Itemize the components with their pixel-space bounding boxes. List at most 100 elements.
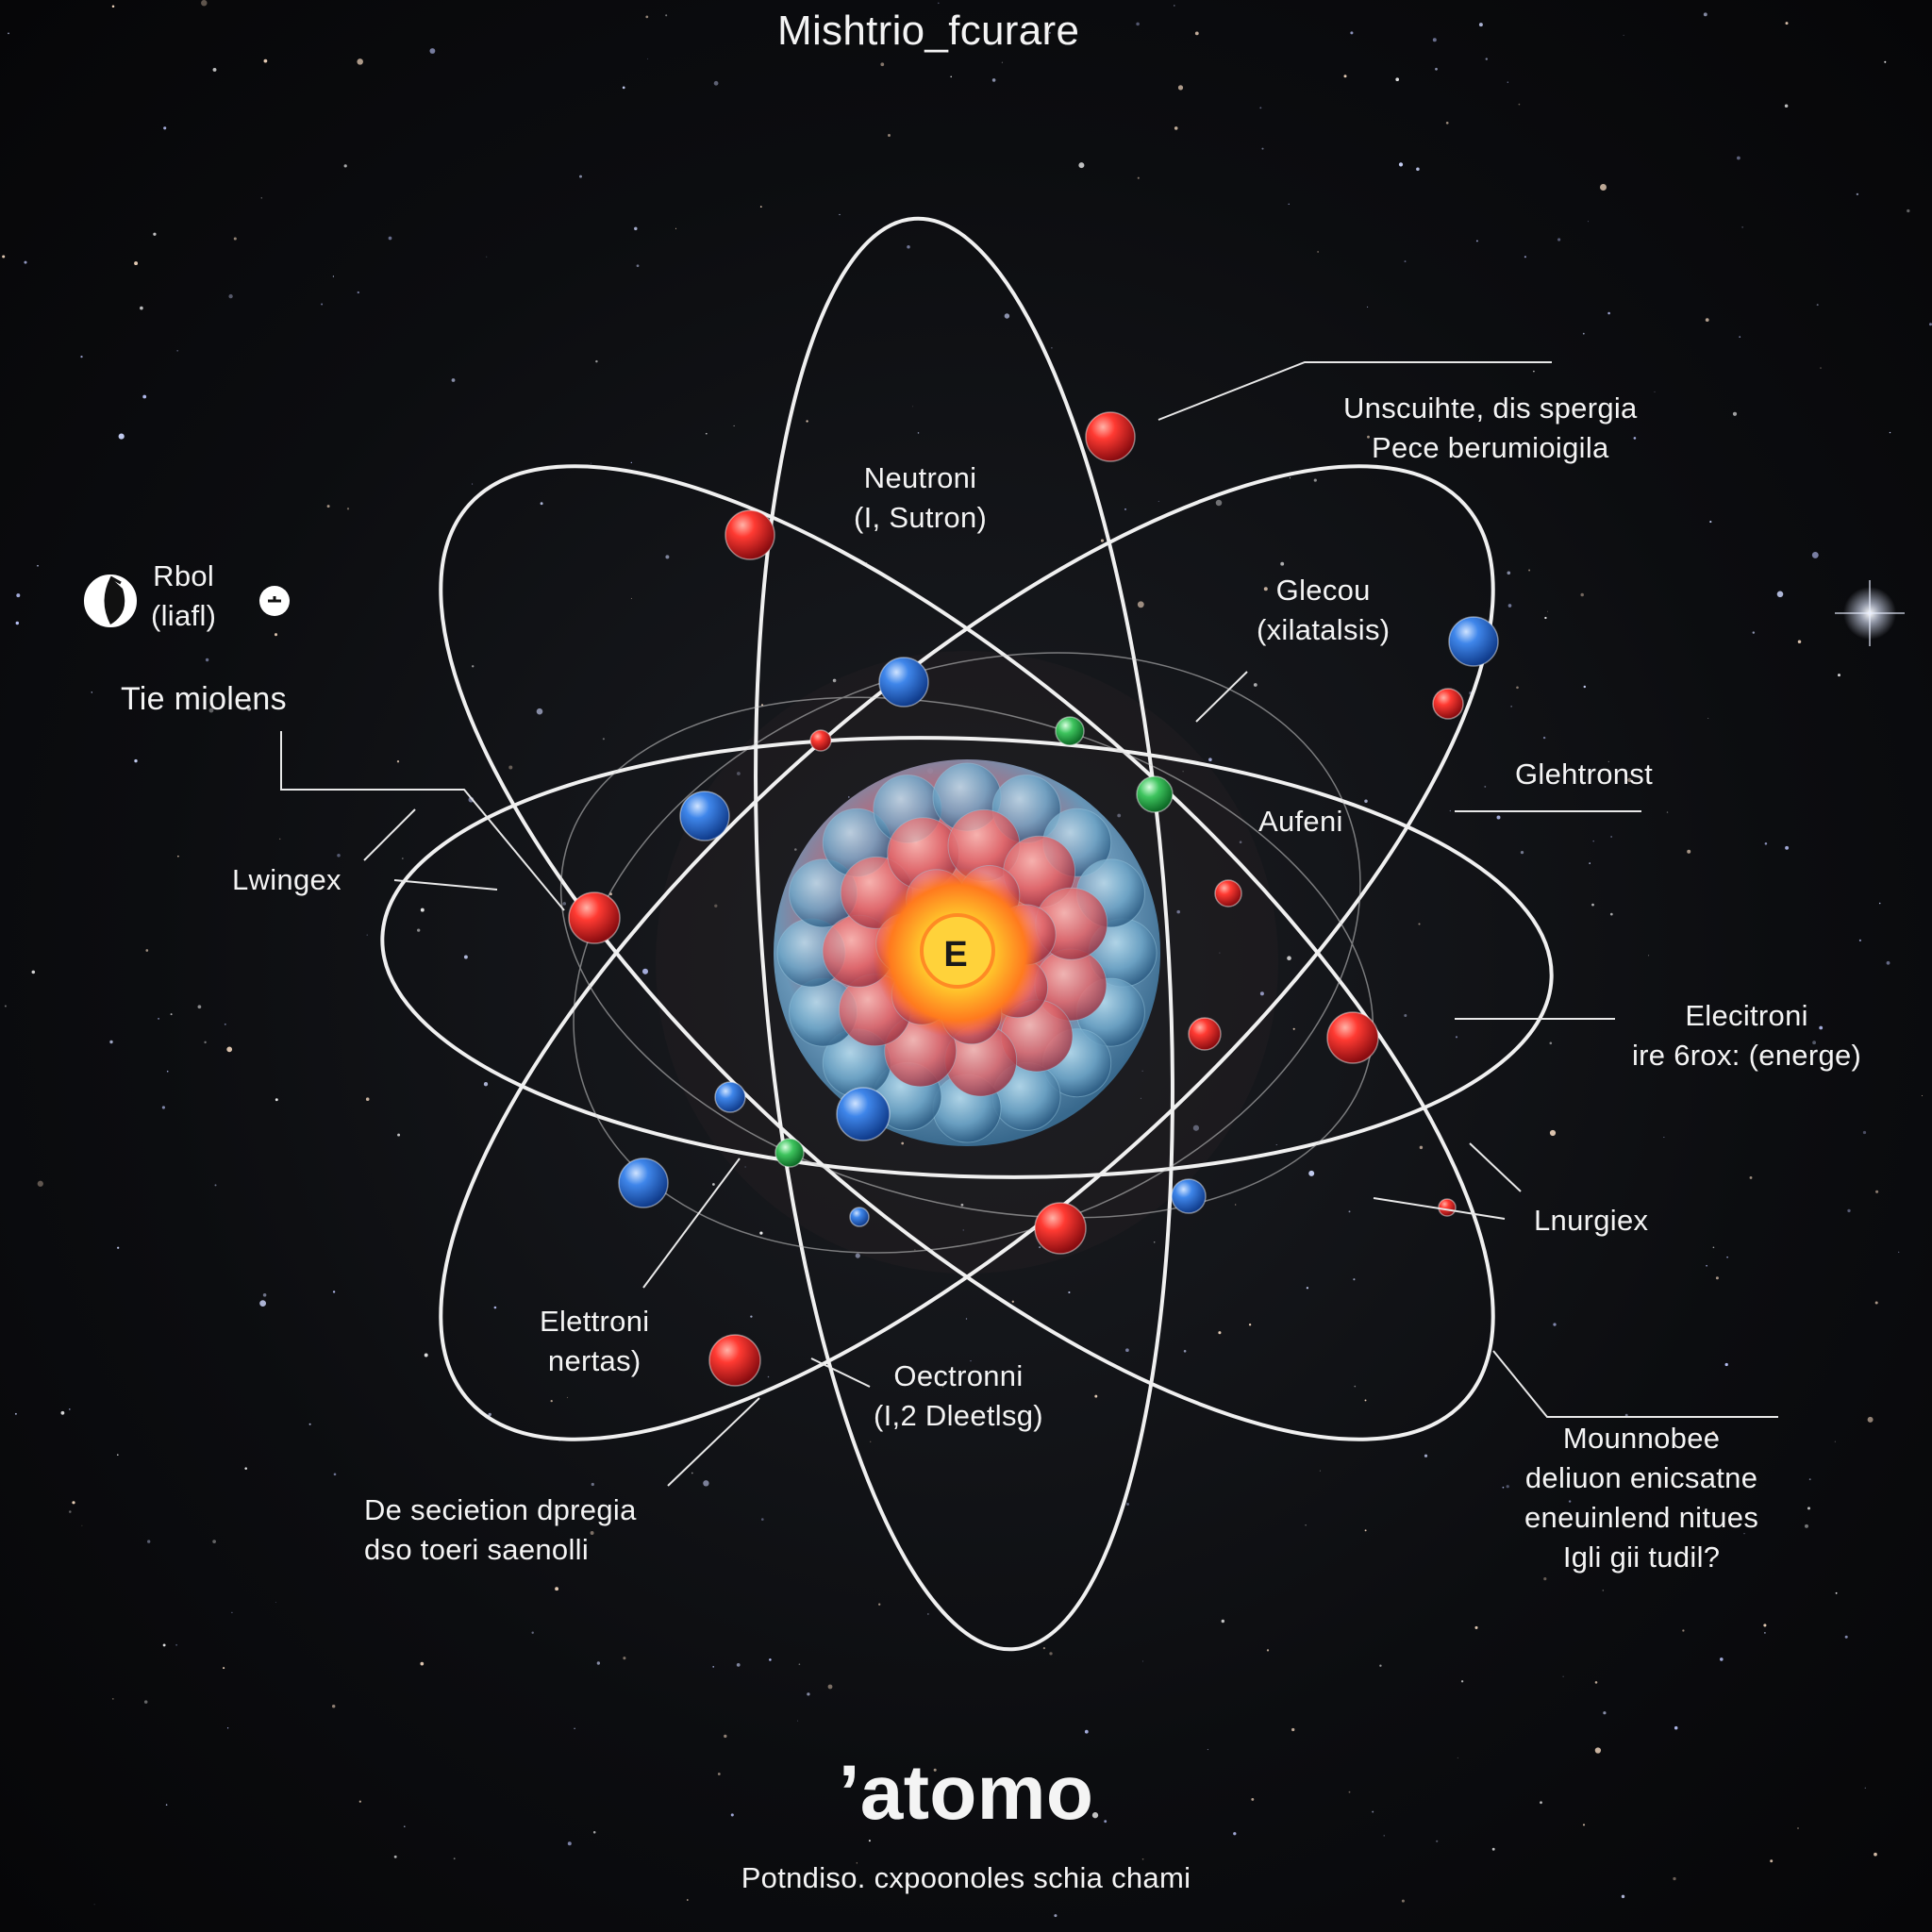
star	[1624, 1413, 1628, 1417]
label-top-right: Unscuihte, dis spergia Pece berumioigila	[1343, 389, 1638, 468]
star	[1587, 221, 1589, 223]
label-elettroni-right-line1: Elecitroni	[1685, 999, 1808, 1032]
star	[1208, 758, 1212, 762]
star	[1153, 1241, 1156, 1243]
star	[1091, 1812, 1099, 1819]
star	[1215, 499, 1223, 507]
star	[1068, 1291, 1071, 1294]
star	[595, 359, 598, 363]
star	[1594, 1747, 1602, 1754]
star	[166, 1070, 169, 1073]
star	[1319, 1470, 1321, 1472]
star	[1520, 850, 1524, 855]
star	[1607, 760, 1610, 763]
star	[1516, 686, 1519, 690]
star	[691, 1472, 693, 1474]
star	[1251, 1797, 1255, 1801]
label-elettroni-right-line2: ire 6rox: (energe)	[1632, 1039, 1862, 1072]
star	[134, 261, 139, 266]
star	[279, 838, 281, 840]
star	[212, 67, 217, 72]
star	[1886, 960, 1890, 965]
star	[332, 1291, 336, 1293]
electron-particle	[836, 1087, 891, 1141]
star	[228, 293, 233, 299]
label-lnurgiex: Lnurgiex	[1534, 1201, 1648, 1241]
star	[420, 1661, 425, 1666]
star	[1124, 508, 1127, 510]
label-elettroni-left-line2: nertas)	[547, 1344, 641, 1377]
star	[1054, 1914, 1058, 1918]
star	[1602, 1590, 1605, 1591]
star	[798, 1663, 801, 1666]
star	[912, 406, 914, 408]
star	[337, 854, 341, 858]
star	[134, 758, 138, 763]
star	[1478, 23, 1483, 27]
star	[1039, 1246, 1041, 1249]
star	[950, 75, 952, 78]
star	[1592, 840, 1594, 842]
star	[1743, 1533, 1745, 1535]
star	[942, 1386, 944, 1388]
star	[1042, 1646, 1046, 1650]
leader-oectronni	[810, 1357, 871, 1388]
star	[634, 226, 638, 231]
orbit-horizontal	[380, 736, 1554, 1179]
leader-lnurgiex-a	[1469, 1142, 1522, 1192]
label-aufeni: Aufeni	[1258, 802, 1343, 841]
star	[31, 970, 36, 974]
star	[1221, 1619, 1225, 1624]
star	[596, 1661, 601, 1665]
star	[165, 1804, 168, 1806]
star	[1173, 5, 1175, 7]
star	[1253, 683, 1257, 687]
star	[244, 1467, 247, 1470]
star	[1543, 1577, 1547, 1581]
star	[647, 58, 649, 59]
star	[332, 275, 335, 277]
star	[247, 707, 252, 711]
star	[15, 621, 20, 625]
star	[1353, 1278, 1356, 1281]
star	[1078, 162, 1085, 169]
nucleus-symbol: E	[943, 935, 967, 974]
nucleus: E	[774, 759, 1160, 1146]
star	[1707, 717, 1709, 719]
star	[1524, 256, 1526, 258]
star	[259, 1300, 266, 1307]
star	[1784, 104, 1789, 108]
star	[1878, 902, 1881, 905]
star	[970, 1360, 972, 1362]
star	[1308, 1170, 1315, 1176]
star	[429, 48, 436, 54]
particles	[568, 411, 1499, 1387]
label-bottom-right-line2: deliuon enicsatne	[1524, 1461, 1758, 1494]
label-lwingex: Lwingex	[232, 860, 341, 900]
star	[1562, 1675, 1564, 1677]
star	[274, 633, 278, 637]
star	[839, 213, 841, 216]
star	[927, 1613, 929, 1615]
star	[224, 1023, 226, 1025]
label-neutroni-line2: (I, Sutron)	[854, 501, 988, 534]
star	[618, 1323, 621, 1324]
star	[1183, 1350, 1187, 1353]
star	[675, 227, 677, 229]
star	[117, 1454, 119, 1456]
star	[81, 1524, 83, 1526]
star	[901, 1141, 905, 1145]
star	[705, 432, 708, 435]
star	[1709, 521, 1712, 524]
leader-lines	[280, 361, 1778, 1487]
star	[1455, 1036, 1458, 1039]
star	[4, 1005, 7, 1008]
star	[1457, 1757, 1458, 1758]
star	[622, 86, 625, 90]
label-lnurgiex-line1: Lnurgiex	[1534, 1204, 1649, 1237]
star	[736, 772, 741, 775]
star	[712, 1183, 715, 1186]
star	[1219, 952, 1221, 954]
star	[1158, 500, 1159, 502]
star	[365, 1097, 370, 1101]
